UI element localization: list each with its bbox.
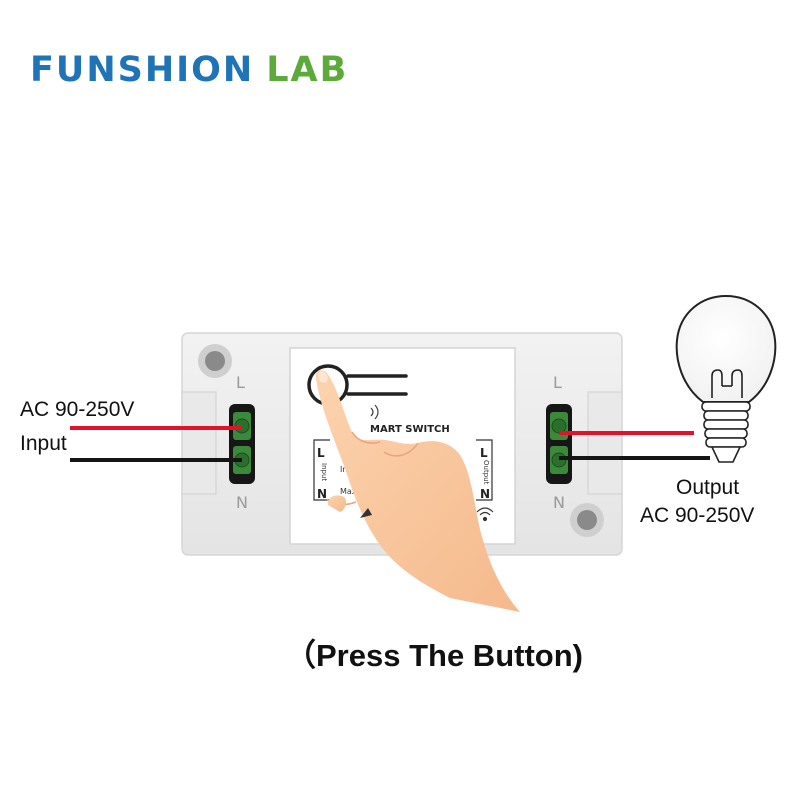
input-label: Input (20, 432, 67, 455)
left-terminal-block (229, 404, 255, 484)
input-box-label: Input (320, 463, 328, 481)
press-button-instruction: （Press The Button) (285, 638, 583, 673)
right-recess (587, 391, 623, 495)
input-n-letter: N (317, 487, 327, 501)
case-mark-left-n: N (236, 493, 248, 512)
logo-lab-text: LAB (266, 50, 349, 90)
logo-brand-text: FUNSHION (30, 50, 255, 90)
output-l-letter: L (480, 446, 488, 460)
panel-title: MART SWITCH (370, 424, 450, 435)
output-box-label: Output (482, 460, 490, 485)
output-wires (559, 431, 710, 460)
input-l-letter: L (317, 446, 325, 460)
light-bulb-icon (675, 294, 777, 463)
signal-icon (370, 404, 379, 420)
input-wires (70, 426, 242, 462)
output-label: Output (676, 476, 740, 499)
input-terminal-label-box: L N Input (313, 439, 330, 501)
screw-hole-bottom-right (570, 503, 604, 537)
case-mark-left-l: L (236, 373, 245, 392)
left-recess (181, 391, 217, 495)
screw-hole-top-left (198, 344, 232, 378)
output-voltage-label: AC 90-250V (640, 504, 755, 527)
case-mark-right-n: N (553, 493, 565, 512)
case-mark-right-l: L (553, 373, 562, 392)
wifi-signal-icon (476, 507, 494, 522)
hand-pressing-icon (315, 370, 520, 612)
input-voltage-label: AC 90-250V (20, 398, 135, 421)
brand-logo: FUNSHION LAB (30, 50, 348, 90)
output-n-letter: N (480, 487, 490, 501)
right-terminal-block (546, 404, 572, 484)
output-terminal-label-box: L N Output (476, 439, 493, 501)
